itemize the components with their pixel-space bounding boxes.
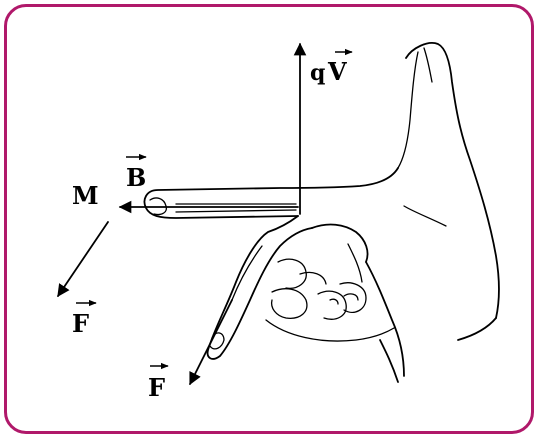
f-left-arrow	[57, 221, 109, 298]
vector-overlines	[76, 48, 353, 370]
qv-label-q: q	[310, 60, 325, 86]
vector-labels: q V B M F F	[72, 57, 347, 402]
b-label: B	[126, 163, 146, 192]
qv-label-v: V	[327, 57, 347, 86]
diagram-frame	[4, 4, 534, 434]
f-bottom-arrow	[189, 299, 233, 386]
f-bottom-label: F	[148, 373, 165, 402]
vector-arrows	[57, 42, 307, 386]
m-label: M	[72, 181, 99, 210]
hand-drawing	[143, 42, 500, 383]
f-left-label: F	[72, 309, 89, 338]
